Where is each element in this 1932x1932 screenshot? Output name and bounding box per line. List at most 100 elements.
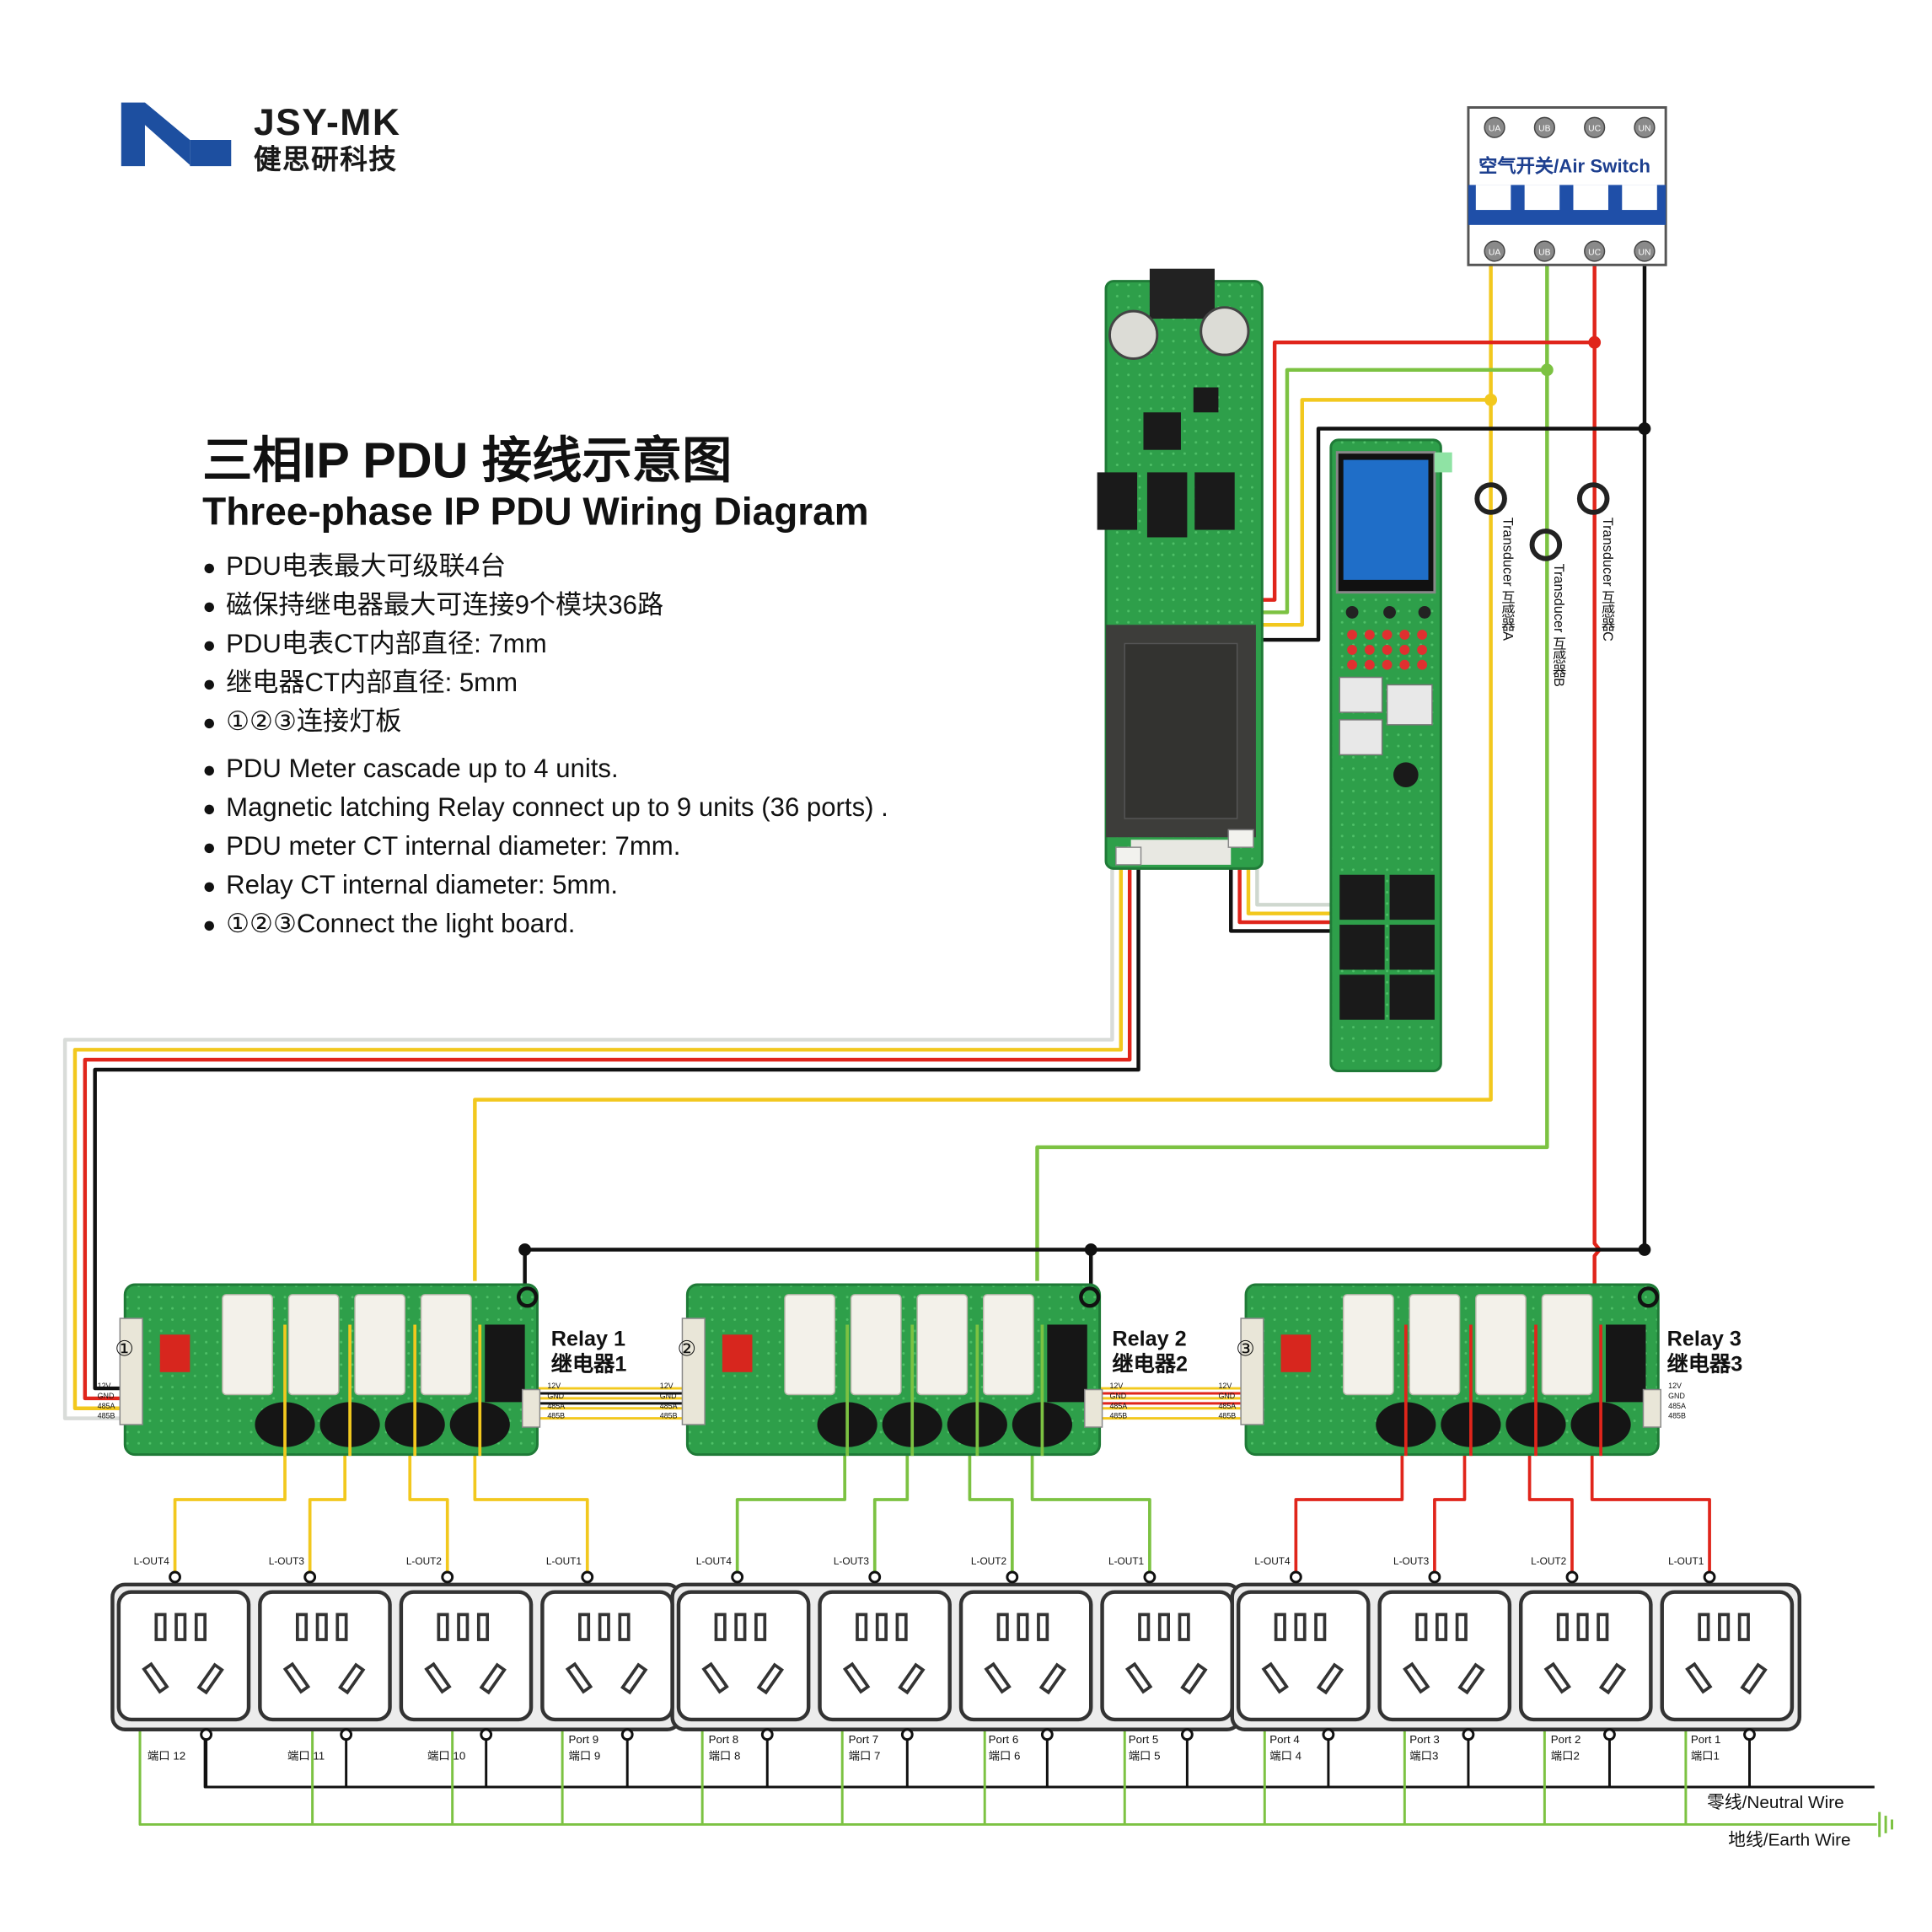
output-terminal	[303, 1570, 317, 1584]
port-terminal	[340, 1728, 353, 1741]
switch-terminal-ua: UA	[1484, 240, 1505, 262]
relay-board-2	[681, 1283, 1103, 1457]
outlet-socket	[1236, 1590, 1371, 1722]
note-en: PDU Meter cascade up to 4 units.	[202, 750, 888, 789]
phase-b-wire	[1035, 260, 1549, 1281]
note-cn: 继电器CT内部直径: 5mm	[202, 663, 663, 702]
output-terminal	[1143, 1570, 1157, 1584]
notes-cn: PDU电表最大可级联4台 磁保持继电器最大可连接9个模块36路 PDU电表CT内…	[202, 547, 663, 741]
switch-terminal-label: UB	[1538, 248, 1550, 257]
led-dot	[1364, 644, 1375, 655]
switch-terminal-un: UN	[1634, 240, 1656, 262]
brand-logo-icon	[121, 102, 232, 167]
output-label: L-OUT4	[695, 1555, 732, 1568]
port-label: 端口 12	[147, 1749, 186, 1763]
port-terminal	[760, 1728, 774, 1741]
bus-label: GND	[547, 1393, 565, 1401]
bus-label: 485B	[97, 1413, 115, 1421]
bus-label: 485B	[1218, 1413, 1237, 1421]
output-label: L-OUT4	[133, 1555, 169, 1568]
note-cn: PDU电表最大可级联4台	[202, 547, 663, 586]
led-dot	[1382, 644, 1393, 655]
transducer-b-label: Transducer 互感器B	[1550, 563, 1566, 687]
relay-marker-1: ①	[115, 1337, 134, 1361]
output-terminal	[868, 1570, 882, 1584]
relay-board-3	[1240, 1283, 1661, 1457]
led-dot	[1417, 630, 1428, 641]
led-dot	[1417, 644, 1428, 655]
bus-label: 485B	[1668, 1413, 1686, 1421]
output-label: L-OUT4	[1254, 1555, 1291, 1568]
output-terminal	[581, 1570, 594, 1584]
note-en: ①②③Connect the light board.	[202, 904, 888, 943]
relay-marker-2: ②	[677, 1337, 697, 1361]
outlet-socket	[399, 1590, 534, 1722]
bus-label: 12V	[547, 1383, 561, 1392]
output-terminal	[441, 1570, 454, 1584]
port-terminal	[900, 1728, 914, 1741]
pdu-meter-board	[1097, 268, 1264, 870]
led-dot	[1399, 659, 1410, 670]
outlet-socket	[540, 1590, 674, 1722]
note-en: Magnetic latching Relay connect up to 9 …	[202, 788, 888, 827]
switch-terminal-label: UC	[1588, 125, 1601, 134]
output-terminal	[1428, 1570, 1441, 1584]
led-dot	[1382, 630, 1393, 641]
note-cn: ①②③连接灯板	[202, 702, 663, 741]
neutral-wire-label: 零线/Neutral Wire	[1707, 1791, 1844, 1812]
brand-name: JSY-MK	[253, 102, 401, 144]
led-dot	[1347, 630, 1357, 641]
port-terminal	[1040, 1728, 1054, 1741]
outlet-socket	[116, 1590, 251, 1722]
output-label: L-OUT2	[1531, 1555, 1567, 1568]
output-label: L-OUT2	[405, 1555, 442, 1568]
output-label: L-OUT1	[1108, 1555, 1145, 1568]
bus-label: GND	[97, 1393, 115, 1401]
output-terminal	[731, 1570, 744, 1584]
switch-terminal-label: UC	[1588, 248, 1601, 257]
output-label: L-OUT3	[268, 1555, 304, 1568]
transducer-a-label: Transducer 互感器A	[1500, 517, 1515, 641]
outlet-socket	[958, 1590, 1093, 1722]
led-dot	[1347, 644, 1357, 655]
bus-label: GND	[1218, 1393, 1236, 1401]
bus-label: 485A	[1668, 1403, 1686, 1411]
switch-terminal-ub: UB	[1533, 240, 1555, 262]
note-en: Relay CT internal diameter: 5mm.	[202, 866, 888, 904]
light-board	[1329, 438, 1452, 1072]
switch-terminal-label: UA	[1489, 125, 1500, 134]
output-label: L-OUT2	[970, 1555, 1007, 1568]
port-terminal	[200, 1728, 213, 1741]
outlet-socket	[676, 1590, 811, 1722]
led-dot	[1364, 630, 1375, 641]
diagram-title-en: Three-phase IP PDU Wiring Diagram	[202, 490, 869, 534]
led-dot	[1399, 630, 1410, 641]
port-terminal	[620, 1728, 634, 1741]
port-terminal	[480, 1728, 493, 1741]
output-terminal	[1703, 1570, 1716, 1584]
outlet-socket	[258, 1590, 392, 1722]
led-dot	[1347, 659, 1357, 670]
port-terminal	[1180, 1728, 1194, 1741]
bus-label: GND	[659, 1393, 677, 1401]
air-switch-label: 空气开关/Air Switch	[1479, 156, 1651, 178]
bus-label: 485A	[1109, 1403, 1128, 1411]
bus-label: 485B	[547, 1413, 566, 1421]
bus-label: 12V	[1668, 1383, 1682, 1392]
outlet-socket	[1660, 1590, 1795, 1722]
output-label: L-OUT3	[833, 1555, 870, 1568]
outlet-socket	[1518, 1590, 1653, 1722]
transducer-rings	[1474, 482, 1610, 561]
note-en: PDU meter CT internal diameter: 7mm.	[202, 827, 888, 866]
led-dot	[1399, 644, 1410, 655]
